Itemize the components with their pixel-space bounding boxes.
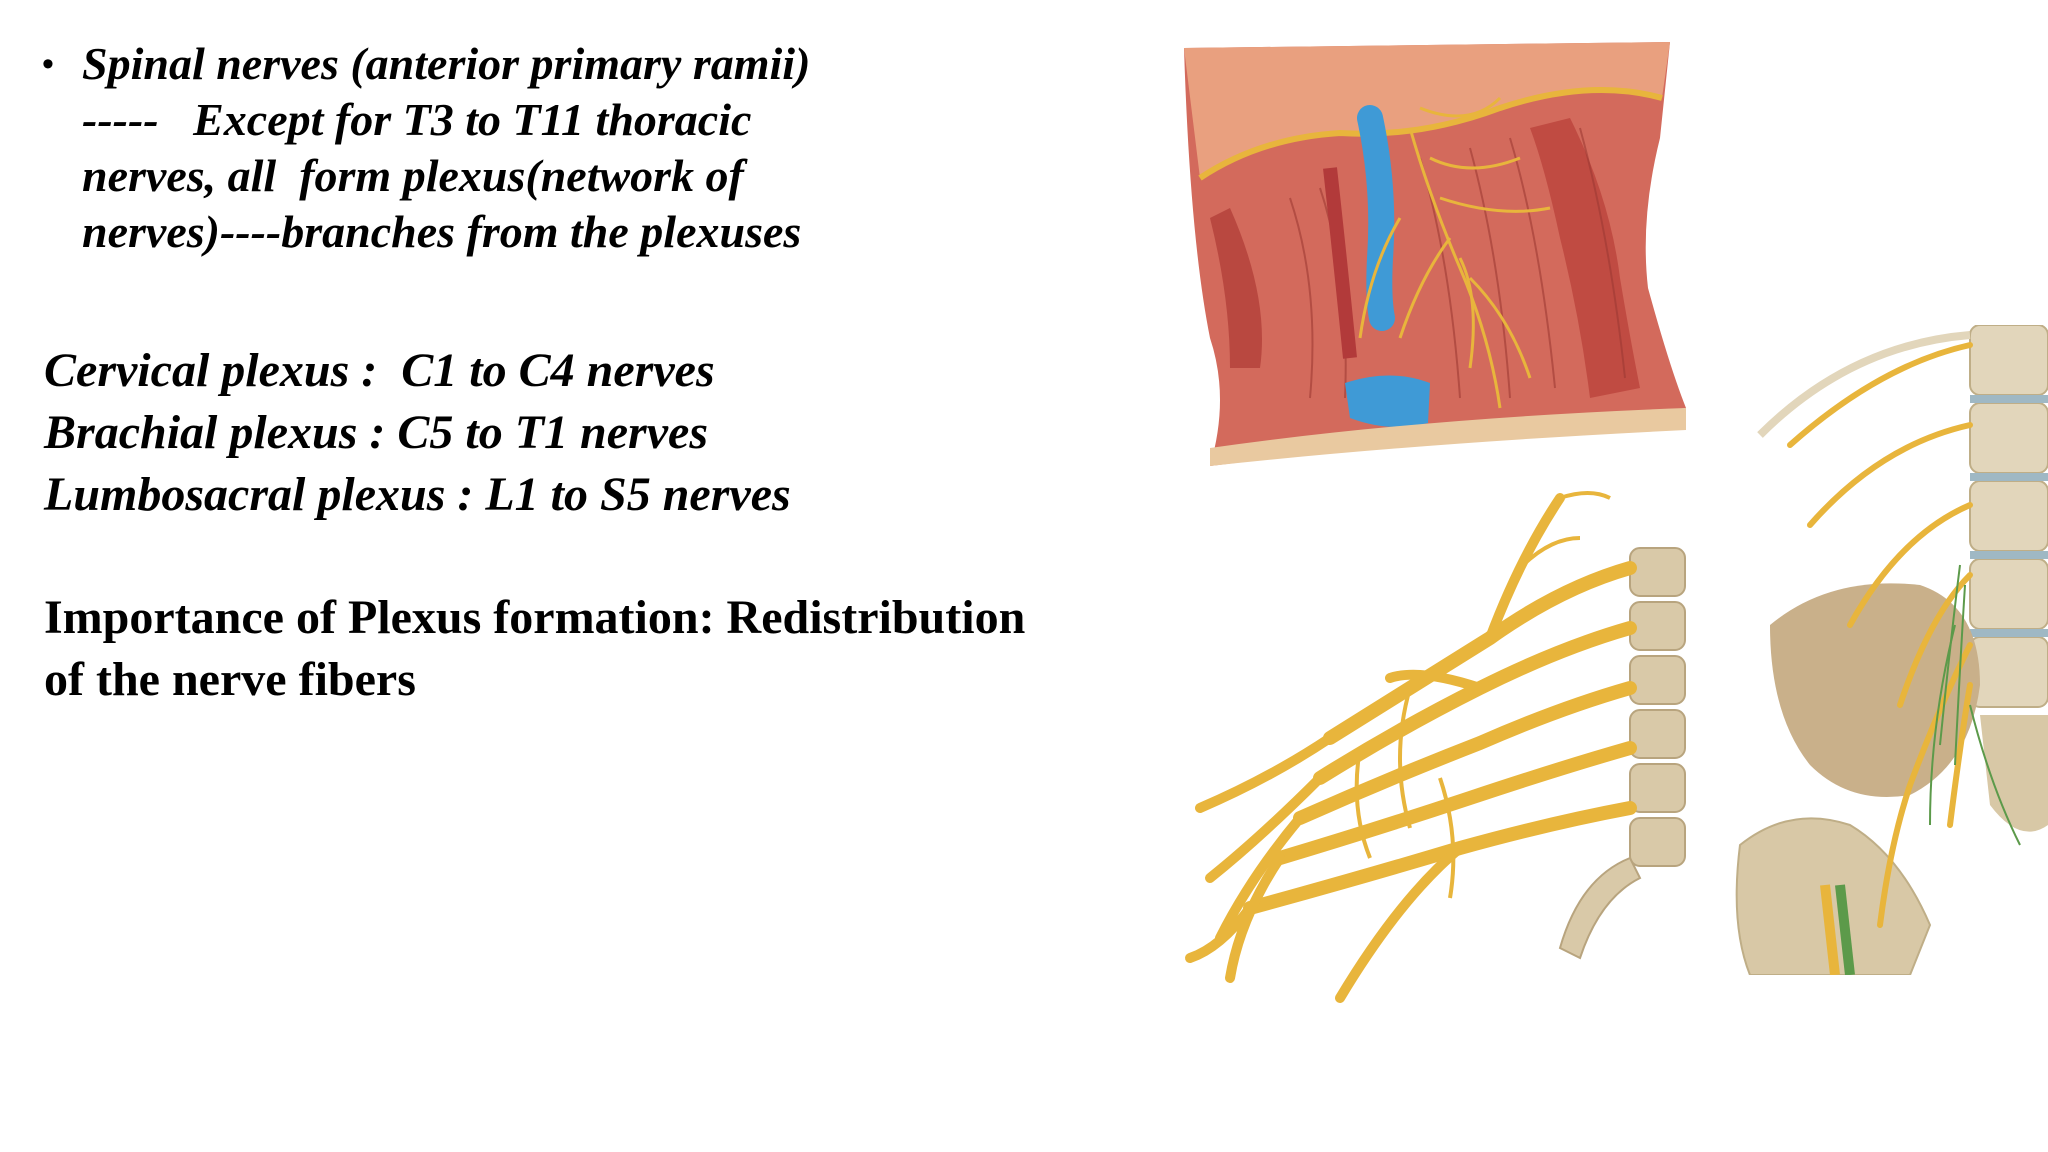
bullet-line-1: Spinal nerves (anterior primary ramii) <box>82 38 811 89</box>
lumbosacral-plexus-line: Lumbosacral plexus : L1 to S5 nerves <box>44 468 791 521</box>
cervical-plexus-illustration <box>1170 38 1696 466</box>
brachial-plexus-illustration <box>1160 478 1700 1028</box>
plexus-list: Cervical plexus : C1 to C4 nerves Brachi… <box>44 340 791 526</box>
importance-statement: Importance of Plexus formation: Redistri… <box>44 587 1124 711</box>
importance-line-2: of the nerve fibers <box>44 653 416 706</box>
bullet-line-3: nerves, all form plexus(network of <box>82 150 744 201</box>
bullet-line-4: nerves)----branches from the plexuses <box>82 206 802 257</box>
cervical-plexus-line: Cervical plexus : C1 to C4 nerves <box>44 344 715 397</box>
bullet-text: Spinal nerves (anterior primary ramii) -… <box>82 36 810 260</box>
bullet-line-2: ----- Except for T3 to T11 thoracic <box>82 94 752 145</box>
brachial-plexus-line: Brachial plexus : C5 to T1 nerves <box>44 406 709 459</box>
bullet-marker: • <box>42 45 54 83</box>
importance-line-1: Importance of Plexus formation: Redistri… <box>44 591 1026 644</box>
spinal-nerves-bullet: • Spinal nerves (anterior primary ramii)… <box>42 36 1102 260</box>
lumbosacral-plexus-illustration <box>1730 325 2048 975</box>
